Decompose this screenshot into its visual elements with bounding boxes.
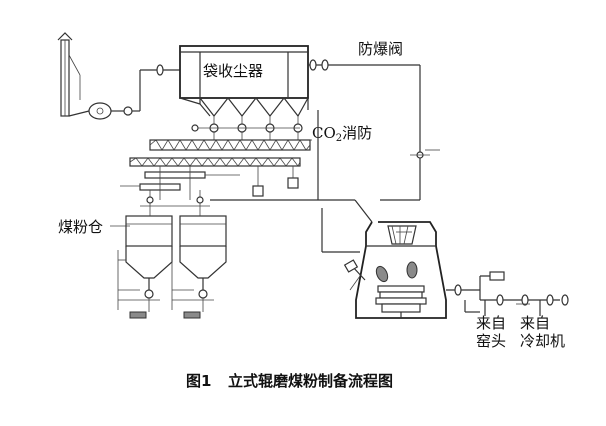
exhaust-fan bbox=[68, 64, 180, 120]
explosion-vent-line bbox=[308, 59, 440, 201]
from-kiln-label-line1: 来自 bbox=[476, 314, 506, 332]
explosion-valve-icon bbox=[309, 59, 317, 71]
from-cooler-label-line1: 来自 bbox=[520, 314, 550, 332]
screw-conveyor-lower bbox=[120, 157, 301, 200]
valve-icon bbox=[156, 64, 164, 76]
figure-title: 立式辊磨煤粉制备流程图 bbox=[228, 372, 393, 390]
explosion-valve-label: 防爆阀 bbox=[358, 40, 403, 58]
hot-gas-lines bbox=[446, 271, 569, 316]
bag-filter-label: 袋收尘器 bbox=[203, 62, 263, 80]
screw-conveyor-upper bbox=[149, 139, 311, 151]
coal-feed-chute bbox=[343, 259, 366, 291]
bag-filter bbox=[179, 45, 309, 118]
co2-fire-label: CO2消防 bbox=[312, 124, 372, 144]
rotary-valves bbox=[191, 116, 303, 140]
coal-powder-bin-right bbox=[171, 215, 227, 319]
bin-feed-pipes bbox=[140, 190, 210, 216]
coal-bin-label: 煤粉仓 bbox=[58, 218, 103, 236]
figure-number: 图1 bbox=[186, 372, 211, 390]
vertical-roller-mill bbox=[355, 221, 447, 319]
from-cooler-label-line2: 冷却机 bbox=[520, 332, 565, 350]
main-duct bbox=[210, 110, 373, 253]
exhaust-stack bbox=[57, 32, 81, 117]
coal-powder-bin-left bbox=[117, 215, 173, 319]
from-kiln-label-line2: 窑头 bbox=[476, 332, 506, 350]
